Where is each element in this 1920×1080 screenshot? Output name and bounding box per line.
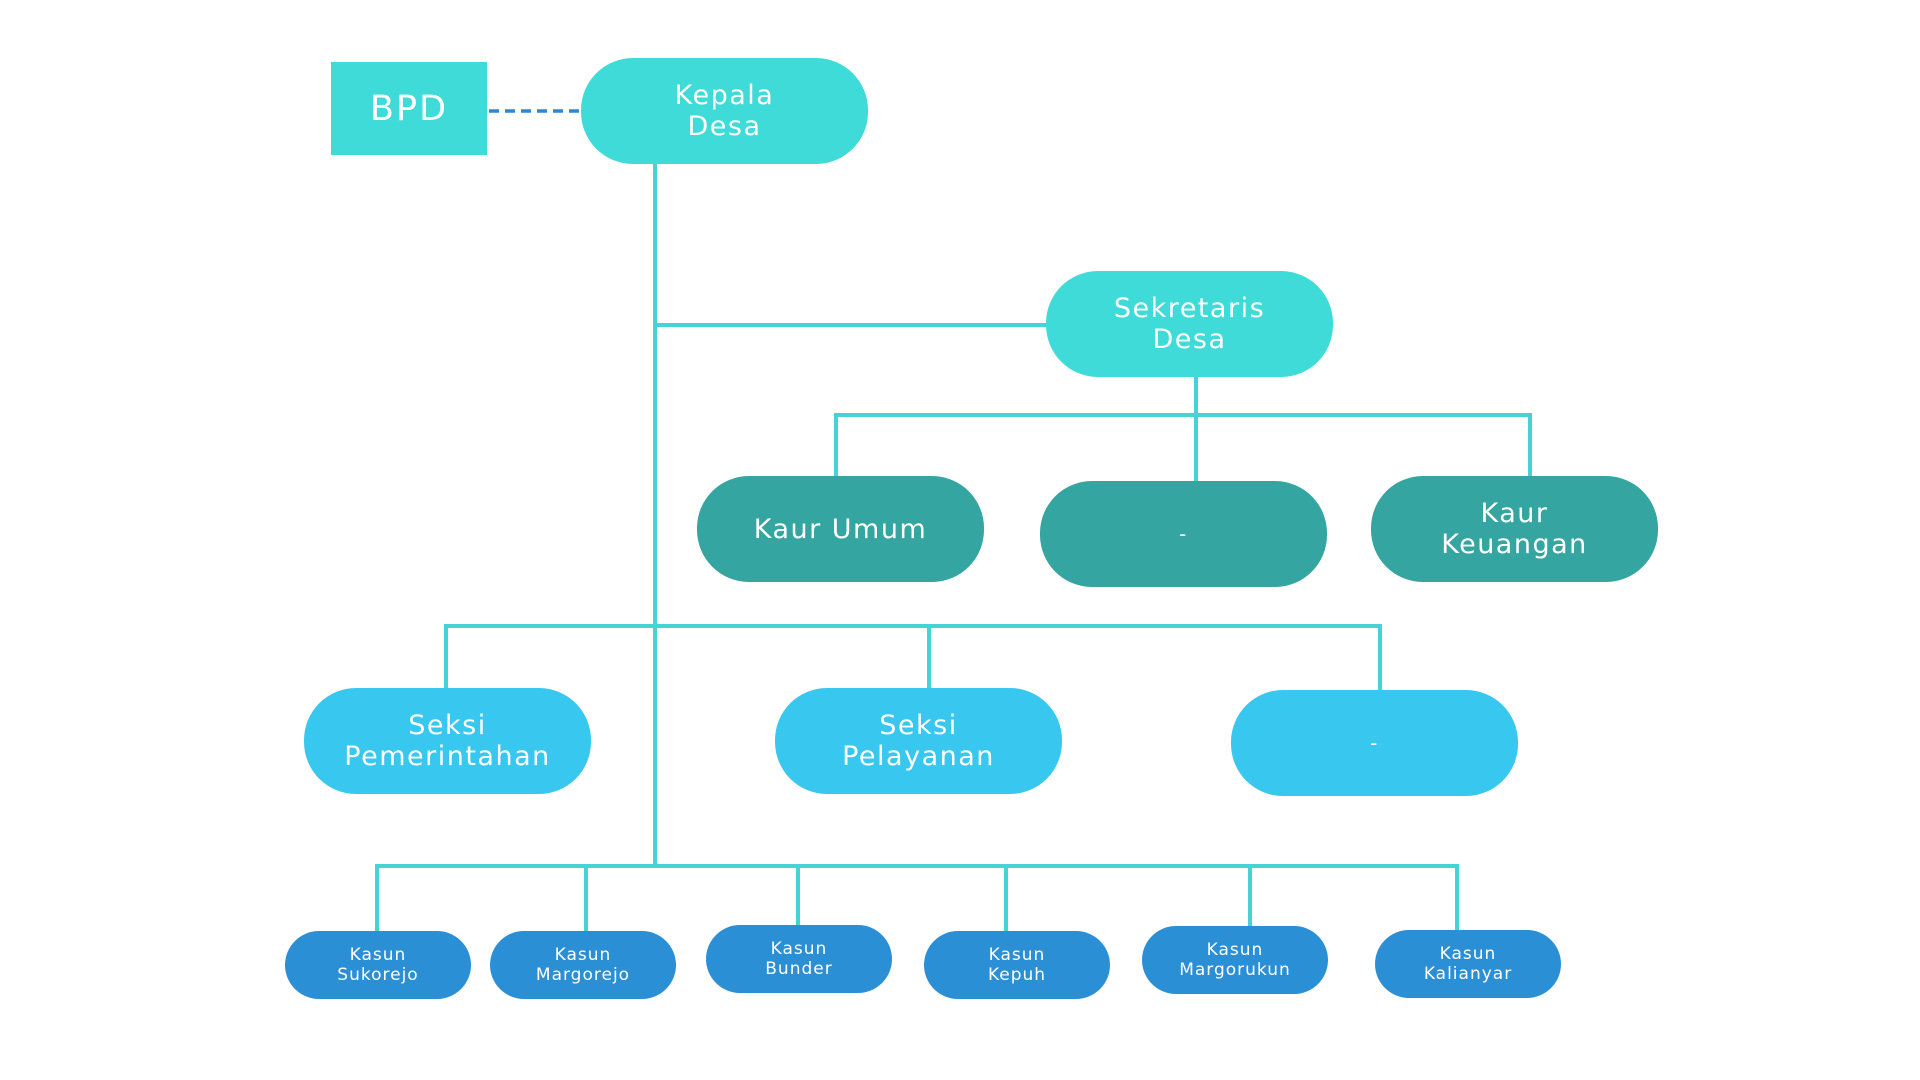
kasun-kepuh-node: Kasun Kepuh [924, 931, 1110, 999]
sekretaris-desa-node: Sekretaris Desa [1046, 271, 1333, 377]
kaur-empty-node: - [1040, 481, 1327, 587]
kasun-margorukun-node: Kasun Margorukun [1142, 926, 1328, 994]
kasun-margorejo-node: Kasun Margorejo [490, 931, 676, 999]
kaur-keuangan-node: Kaur Keuangan [1371, 476, 1658, 582]
kepala-desa-node: Kepala Desa [581, 58, 868, 164]
seksi-pemerintahan-node: Seksi Pemerintahan [304, 688, 591, 794]
kaur-umum-node: Kaur Umum [697, 476, 984, 582]
seksi-empty-node: - [1231, 690, 1518, 796]
seksi-pelayanan-node: Seksi Pelayanan [775, 688, 1062, 794]
kasun-kalianyar-node: Kasun Kalianyar [1375, 930, 1561, 998]
bpd-box: BPD [331, 62, 487, 155]
kasun-sukorejo-node: Kasun Sukorejo [285, 931, 471, 999]
kasun-bunder-node: Kasun Bunder [706, 925, 892, 993]
